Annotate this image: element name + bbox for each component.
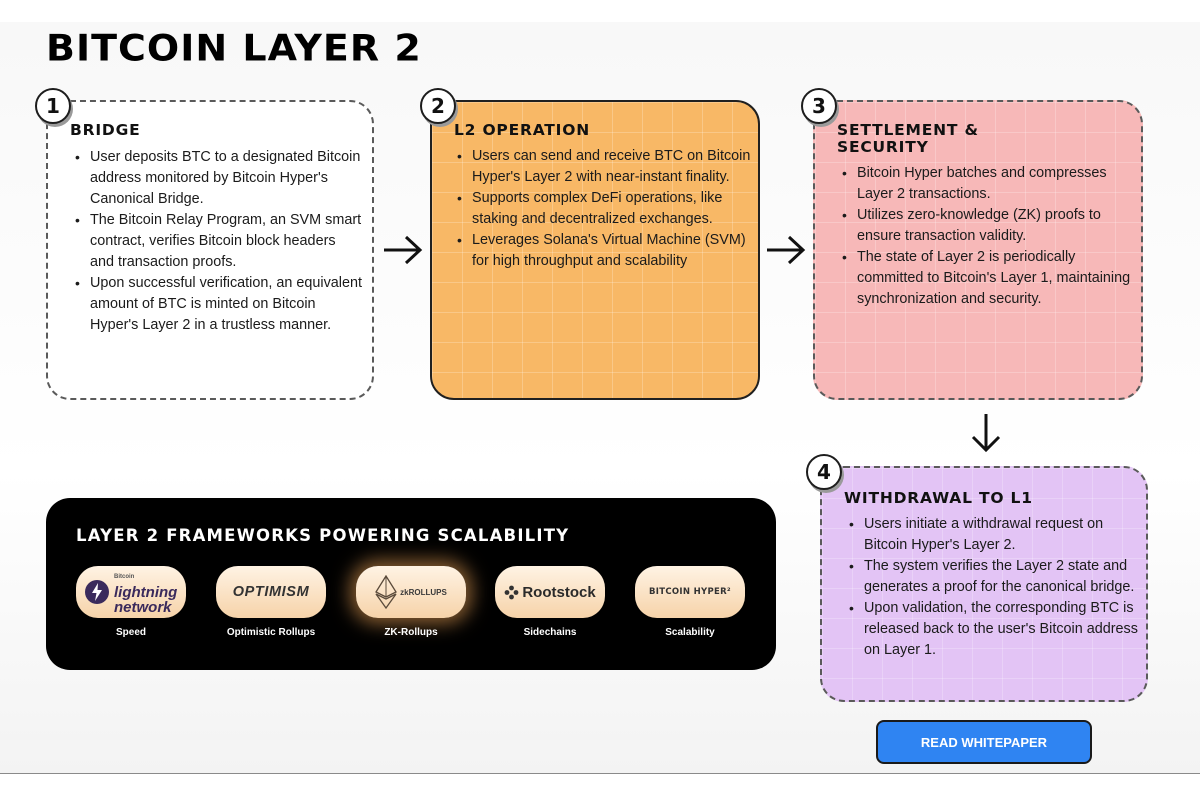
lightning-wordmark: Bitcoin lightning network — [114, 570, 177, 615]
step-number-badge: 4 — [806, 454, 842, 490]
framework-label: Sidechains — [523, 627, 577, 638]
read-whitepaper-button[interactable]: READ WHITEPAPER — [876, 720, 1092, 764]
step-number-badge: 1 — [35, 88, 71, 124]
step-card-withdrawal: WITHDRAWAL TO L1 Users initiate a withdr… — [820, 466, 1148, 702]
list-item: Upon successful verification, an equival… — [72, 273, 362, 336]
step-title-line: SETTLEMENT & — [837, 121, 979, 139]
framework-optimism[interactable]: OPTIMISM Optimistic Rollups — [216, 566, 326, 638]
list-item: Utilizes zero-knowledge (ZK) proofs to e… — [839, 205, 1135, 247]
ethereum-icon — [375, 575, 398, 609]
step-bullets: Users initiate a withdrawal request on B… — [846, 514, 1142, 661]
logo-text: network — [114, 598, 172, 616]
framework-zkrollups[interactable]: zkROLLUPS ZK-Rollups — [356, 566, 466, 638]
logo-text: OPTIMISM — [232, 584, 310, 600]
list-item: The system verifies the Layer 2 state an… — [846, 556, 1142, 598]
step-bullets: Bitcoin Hyper batches and compresses Lay… — [839, 163, 1135, 310]
list-item: Bitcoin Hyper batches and compresses Lay… — [839, 163, 1135, 205]
lightning-network-logo: Bitcoin lightning network — [76, 566, 186, 618]
framework-rootstock[interactable]: Rootstock Sidechains — [495, 566, 605, 638]
step-title: BRIDGE — [70, 121, 141, 139]
rootstock-icon — [504, 585, 519, 599]
framework-label: Optimistic Rollups — [226, 627, 316, 638]
framework-bitcoin-hyper[interactable]: BITCOIN HYPER² Scalability — [635, 566, 745, 638]
logo-text: Rootstock — [522, 583, 596, 601]
list-item: The state of Layer 2 is periodically com… — [839, 247, 1135, 310]
list-item: Leverages Solana's Virtual Machine (SVM)… — [454, 230, 752, 272]
step-title: L2 OPERATION — [454, 121, 590, 139]
list-item: Users initiate a withdrawal request on B… — [846, 514, 1142, 556]
step-card-bridge: BRIDGE User deposits BTC to a designated… — [46, 100, 374, 400]
step-card-l2-operation: L2 OPERATION Users can send and receive … — [430, 100, 760, 400]
rootstock-logo: Rootstock — [495, 566, 605, 618]
step-number-badge: 3 — [801, 88, 837, 124]
list-item: The Bitcoin Relay Program, an SVM smart … — [72, 210, 362, 273]
arrow-down-icon — [971, 414, 1001, 453]
framework-label: Scalability — [665, 627, 715, 638]
zkrollups-logo: zkROLLUPS — [356, 566, 466, 618]
arrow-right-icon — [384, 235, 423, 265]
step-title-line: SECURITY — [837, 138, 929, 156]
logo-caption: Bitcoin — [114, 573, 135, 580]
list-item: Supports complex DeFi operations, like s… — [454, 188, 752, 230]
logo-text: zkROLLUPS — [400, 587, 447, 597]
step-title: SETTLEMENT & SECURITY — [837, 122, 979, 156]
logo-text: BITCOIN HYPER² — [649, 587, 731, 597]
step-number-badge: 2 — [420, 88, 456, 124]
step-bullets: Users can send and receive BTC on Bitcoi… — [454, 146, 752, 272]
step-bullets: User deposits BTC to a designated Bitcoi… — [72, 147, 362, 336]
frameworks-panel: LAYER 2 FRAMEWORKS POWERING SCALABILITY … — [46, 498, 776, 670]
bitcoin-hyper-logo: BITCOIN HYPER² — [635, 566, 745, 618]
framework-label: Speed — [115, 627, 146, 638]
browser-top-strip — [0, 0, 1200, 22]
lightning-bolt-icon — [85, 580, 109, 604]
list-item: Upon validation, the corresponding BTC i… — [846, 598, 1142, 661]
optimism-logo: OPTIMISM — [216, 566, 326, 618]
step-title: WITHDRAWAL TO L1 — [844, 489, 1033, 507]
arrow-right-icon — [767, 235, 806, 265]
logo-text: lightning — [114, 583, 178, 601]
step-card-settlement-security: SETTLEMENT & SECURITY Bitcoin Hyper batc… — [813, 100, 1143, 400]
framework-label: ZK-Rollups — [384, 627, 438, 638]
list-item: User deposits BTC to a designated Bitcoi… — [72, 147, 362, 210]
page-title: BITCOIN LAYER 2 — [46, 27, 422, 69]
list-item: Users can send and receive BTC on Bitcoi… — [454, 146, 752, 188]
frameworks-title: LAYER 2 FRAMEWORKS POWERING SCALABILITY — [76, 526, 570, 545]
framework-lightning[interactable]: Bitcoin lightning network Speed — [76, 566, 186, 638]
